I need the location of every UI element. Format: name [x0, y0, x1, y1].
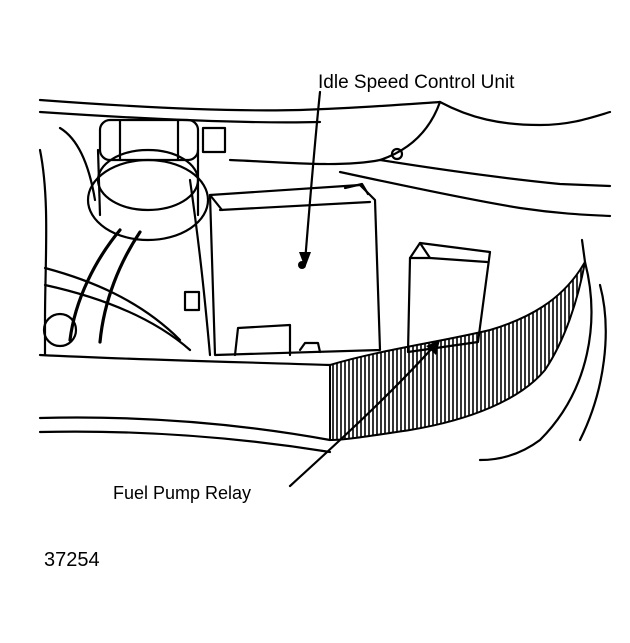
body-panel-lines — [38, 98, 612, 218]
fender-lines — [38, 238, 607, 462]
wiring-harness — [329, 261, 586, 442]
fuel-pump-relay — [406, 241, 492, 354]
idle-speed-control-unit — [208, 182, 382, 357]
isc-leader-arrow — [299, 90, 322, 268]
idle-speed-control-unit-label: Idle Speed Control Unit — [318, 72, 515, 93]
figure-number: 37254 — [44, 549, 100, 571]
fuel-pump-relay-label: Fuel Pump Relay — [113, 483, 252, 503]
engine-components — [38, 118, 227, 357]
fpr-leader-arrow — [288, 340, 440, 488]
